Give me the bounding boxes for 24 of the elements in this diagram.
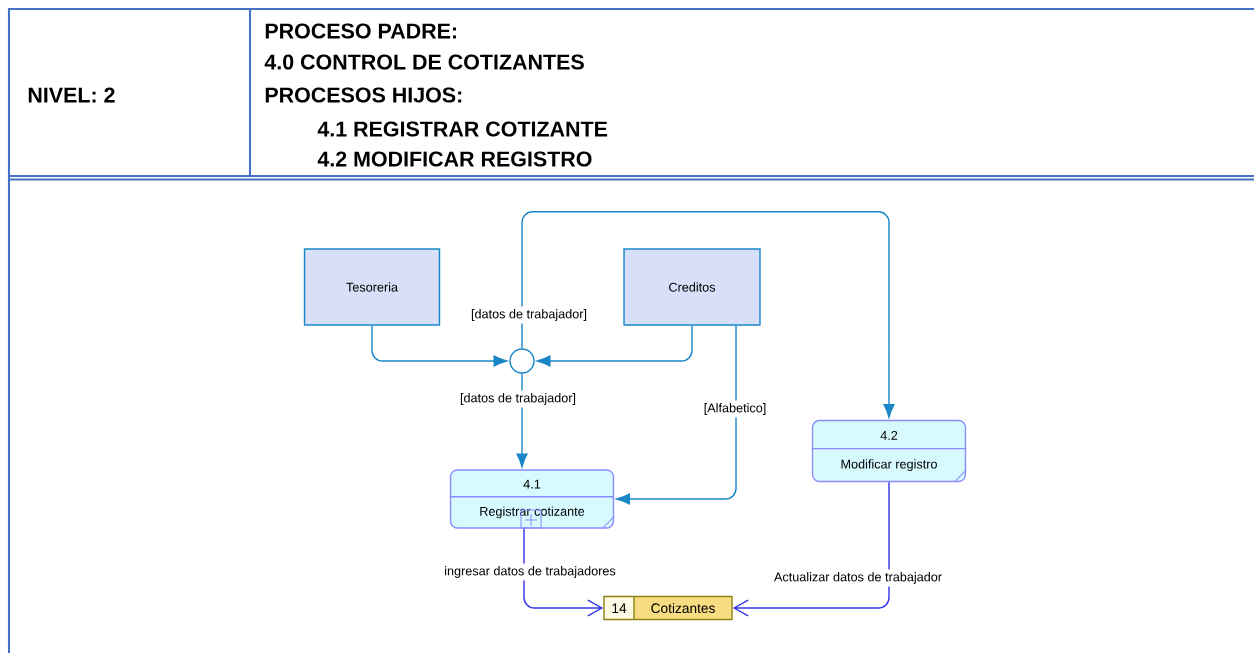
header-text: 4.1 REGISTRAR COTIZANTE — [317, 121, 608, 137]
header-text: PROCESOS HIJOS: — [265, 87, 462, 103]
edge-label: Actualizar datos de trabajador — [771, 569, 945, 587]
arrow — [523, 528, 604, 617]
arrow — [516, 373, 528, 468]
header-text: PROCESO PADRE: — [265, 23, 456, 39]
edge-label: [datos de trabajador] — [457, 390, 579, 408]
external-entity-box: Tesoreria — [303, 248, 441, 326]
arrow — [616, 325, 737, 505]
external-entity-box: Creditos — [623, 248, 761, 326]
process-box: 4.2 Modificar registro — [811, 419, 967, 483]
table-cell-text: NIVEL: 2 — [28, 87, 115, 103]
arrow — [732, 481, 890, 617]
arrow — [536, 325, 693, 367]
junction-circle — [509, 348, 535, 374]
data-store-box: 14 Cotizantes — [603, 595, 733, 621]
header-text: 4.2 MODIFICAR REGISTRO — [317, 151, 592, 167]
edge-label: [datos de trabajador] — [468, 306, 590, 324]
process-box: 4.1 Registrar cotizante — [449, 469, 615, 530]
arrow — [521, 211, 895, 418]
edge-label: ingresar datos de trabajadores — [441, 563, 619, 581]
arrow — [371, 325, 508, 367]
header-text: 4.0 CONTROL DE COTIZANTES — [264, 54, 584, 70]
edge-label: [Alfabetico] — [701, 400, 769, 418]
